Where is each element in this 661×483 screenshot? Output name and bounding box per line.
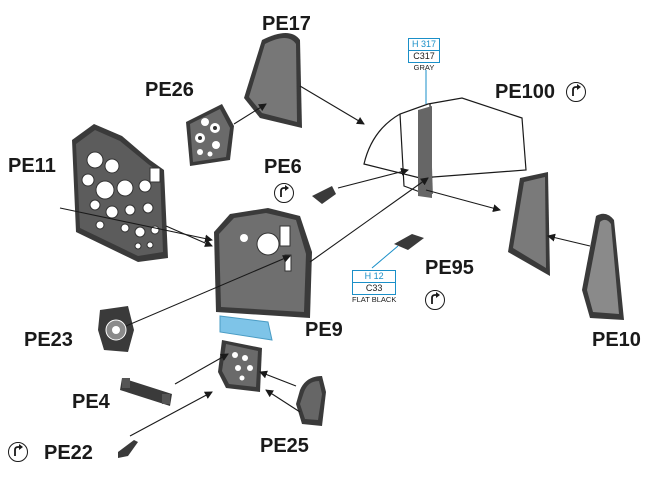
part-pe6 bbox=[312, 186, 336, 204]
part-pe95 bbox=[394, 234, 424, 250]
bend-arrow-icon bbox=[274, 183, 294, 203]
highlight-strip bbox=[219, 315, 273, 341]
label-pe17: PE17 bbox=[262, 13, 311, 35]
label-pe25: PE25 bbox=[260, 435, 309, 457]
part-pe9 bbox=[214, 208, 312, 318]
label-pe22: PE22 bbox=[44, 442, 93, 464]
label-pe11: PE11 bbox=[8, 155, 56, 177]
h-code: H 317 bbox=[408, 38, 441, 51]
bend-arrow-icon bbox=[8, 442, 28, 462]
label-pe10: PE10 bbox=[592, 329, 641, 351]
label-pe95: PE95 bbox=[425, 257, 474, 279]
part-pe22 bbox=[118, 440, 138, 458]
part-pe17 bbox=[244, 33, 302, 128]
part-pe25 bbox=[296, 376, 326, 426]
part-pe11 bbox=[72, 124, 168, 262]
part-lower-panel bbox=[218, 340, 262, 392]
c-code: C317 bbox=[408, 51, 441, 63]
label-pe9: PE9 bbox=[305, 319, 343, 341]
bend-arrow-icon bbox=[425, 290, 445, 310]
label-pe26: PE26 bbox=[145, 79, 194, 101]
color-name: FLAT BLACK bbox=[352, 295, 397, 304]
pe100-rib bbox=[418, 106, 432, 198]
color-name: GRAY bbox=[413, 63, 435, 72]
label-pe100: PE100 bbox=[495, 81, 556, 103]
part-pe10 bbox=[508, 172, 624, 320]
c-code: C33 bbox=[352, 283, 397, 295]
part-pe100 bbox=[363, 97, 527, 195]
paint-callout-flat-black: H 12 C33 FLAT BLACK bbox=[352, 270, 397, 304]
label-pe6: PE6 bbox=[264, 156, 302, 178]
part-pe23 bbox=[98, 306, 134, 352]
paint-callout-gray: H 317 C317 GRAY bbox=[408, 38, 441, 72]
part-pe26 bbox=[186, 104, 234, 166]
label-pe23: PE23 bbox=[24, 329, 73, 351]
part-pe4 bbox=[120, 378, 172, 406]
label-pe4: PE4 bbox=[72, 391, 110, 413]
h-code: H 12 bbox=[352, 270, 397, 283]
bend-arrow-icon bbox=[566, 82, 586, 102]
